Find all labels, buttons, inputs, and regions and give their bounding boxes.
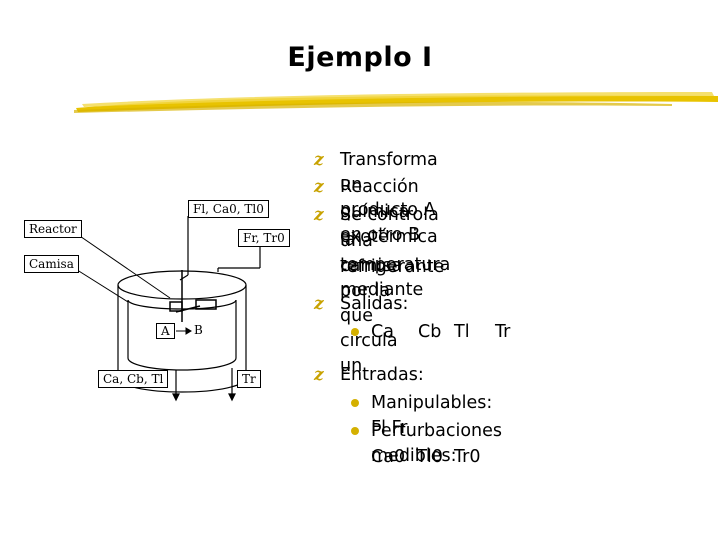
title-underline-stroke <box>74 92 718 113</box>
reactor-diagram <box>73 216 261 402</box>
bullet-glyph: z <box>314 150 324 170</box>
label-camisa: Camisa <box>24 255 79 273</box>
entradas-manipulables: Manipulables: Fl Fr <box>371 393 493 438</box>
coolant-inlet-pipe <box>217 244 261 272</box>
bullet-transforma: Transforma un producto A en otro B <box>340 150 438 245</box>
bullet-control-line1: Se controla la temperatura mediante <box>340 205 451 300</box>
label-species-a: A <box>156 323 175 339</box>
bullet-control-line2: una camisa por la que circula un <box>340 231 403 376</box>
label-coolant-input: Fr, Tr0 <box>238 229 290 247</box>
entradas-title: Entradas: <box>340 365 424 385</box>
label-feed-inputs: Fl, Ca0, Tl0 <box>188 200 269 218</box>
salidas-item-tl: Tl <box>454 322 470 342</box>
feed-inlet-pipe <box>179 216 189 281</box>
stirrer <box>169 270 217 322</box>
entradas-perturbaciones-values: Ca0 Tl0 Tr0 <box>371 447 481 467</box>
reaction-arrow <box>176 327 192 335</box>
entradas-perturbaciones: Perturbaciones medibles: <box>371 421 503 466</box>
salidas-item-ca: Ca <box>371 322 394 342</box>
camisa-pointer-line <box>73 267 129 303</box>
product-outlet-pipe <box>172 370 180 402</box>
label-species-b: B <box>194 323 203 337</box>
sub-bullet-dot <box>351 399 359 407</box>
bullet-glyph: z <box>314 205 324 225</box>
salidas-item-tr: Tr <box>495 322 511 342</box>
bullet-glyph: z <box>314 177 324 197</box>
label-product-outputs: Ca, Cb, Tl <box>98 370 169 388</box>
slide-title: Ejemplo I <box>287 42 433 73</box>
sub-bullet-dot <box>351 427 359 435</box>
sub-bullet-dot <box>351 328 359 336</box>
bullet-control-line3: refrigerante <box>340 257 445 277</box>
bullet-glyph: z <box>314 294 324 314</box>
reactor-pointer-line <box>73 231 171 299</box>
coolant-outlet-pipe <box>228 368 236 402</box>
salidas-item-cb: Cb <box>418 322 442 342</box>
bullet-reaccion: Reacción química exotérmica <box>340 177 438 247</box>
salidas-title: Salidas: <box>340 294 409 314</box>
label-reactor: Reactor <box>24 220 82 238</box>
bullet-glyph: z <box>314 365 324 385</box>
label-coolant-temp: Tr <box>237 370 261 388</box>
